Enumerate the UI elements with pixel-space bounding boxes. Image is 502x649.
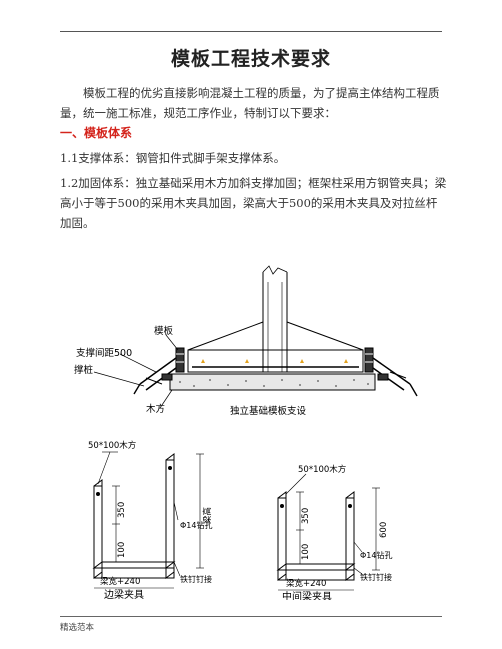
edge-hole-label: Φ14钻孔 [180,520,212,530]
item-1-1: 1.1支撑体系：钢管扣件式脚手架支撑体系。 [60,151,286,165]
label-stake: 撑桩 [74,364,94,376]
edge-dim-height: 梁高 [202,507,213,524]
middle-nail-label: 铁钉钉接 [360,572,392,582]
item-1-2: 1.2加固体系：独立基础采用木方加斜支撑加固；框架柱采用方钢管夹具；梁高小于等于… [60,176,447,230]
label-timber: 木方 [146,403,165,415]
header-rule [60,31,442,32]
edge-nail-label: 铁钉钉接 [180,574,212,584]
footer-text: 精选范本 [60,616,442,633]
edge-dim-width: 梁宽+240 [100,576,140,587]
foundation-section [93,265,418,409]
edge-beam-caption: 边梁夹具 [104,588,144,600]
middle-dim-100: 100 [301,544,311,560]
label-support-spacing: 支撑间距500 [76,347,132,359]
section-heading: 一、模板体系 [60,126,133,140]
middle-hole-label: Φ14钻孔 [360,550,392,560]
middle-dim-350: 350 [301,508,311,524]
formwork-drawing: 模板 支撑间距500 撑桩 木方 独立基础模板支设 50*100木方 350 1… [74,265,418,600]
intro-paragraph: 模板工程的优劣直接影响混凝土工程的质量，为了提高主体结构工程质量，统一施工标准，… [60,86,440,120]
middle-beam-caption: 中间梁夹具 [282,590,332,600]
middle-timber-label: 50*100木方 [298,464,346,475]
middle-dim-600: 600 [379,522,389,538]
foundation-caption: 独立基础模板支设 [230,405,307,417]
middle-dim-width: 梁宽+240 [286,578,326,589]
label-formwork: 模板 [154,325,174,337]
edge-timber-label: 50*100木方 [88,440,136,451]
edge-dim-350: 350 [117,502,127,518]
page-title: 模板工程技术要求 [170,48,331,70]
edge-dim-100: 100 [117,542,127,558]
middle-beam-clamp [276,473,380,591]
edge-beam-clamp [92,451,204,589]
